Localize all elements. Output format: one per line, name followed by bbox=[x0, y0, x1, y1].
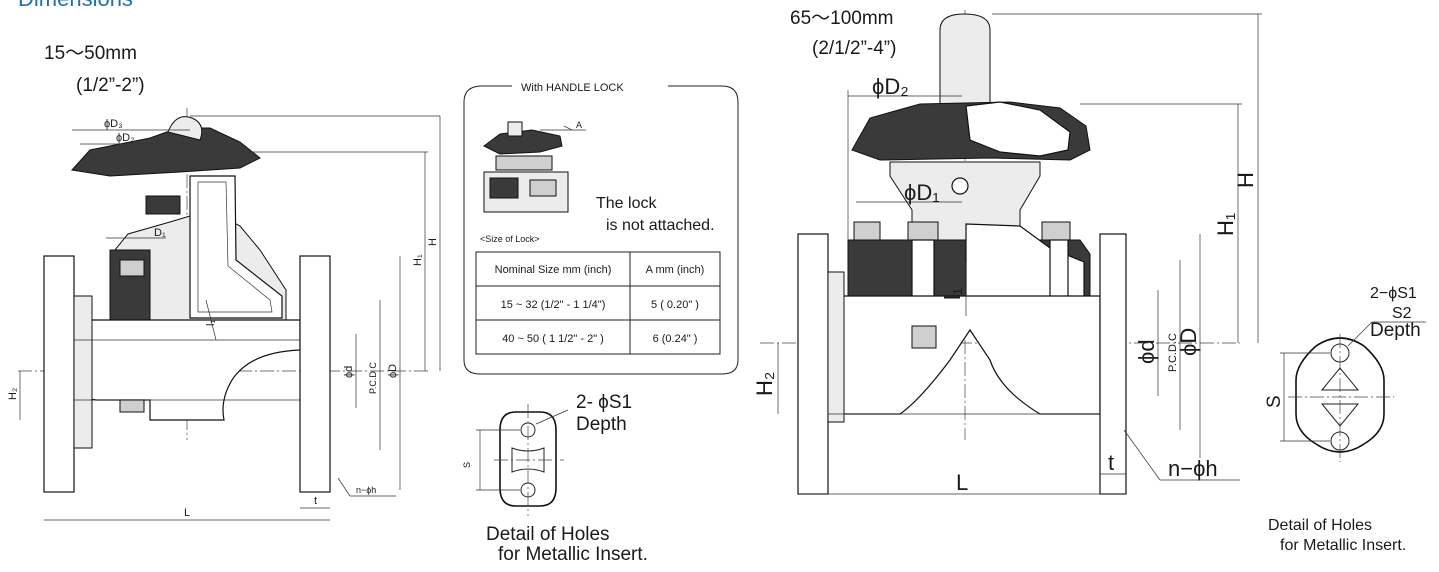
small-section-cut bbox=[189, 175, 283, 319]
small-dim-d: ϕd bbox=[343, 366, 355, 378]
large-dim-d1: ϕD₁ bbox=[904, 180, 940, 205]
large-handle-stem bbox=[939, 13, 991, 116]
large-dim-h2: H₂ bbox=[752, 372, 777, 396]
small-dim-D: ϕD bbox=[387, 364, 399, 378]
handle-lock-table-caption: <Size of Lock> bbox=[480, 234, 540, 244]
small-body bbox=[73, 319, 301, 421]
lock-table-cell: 15 ~ 32 (1/2" - 1 1/4") bbox=[501, 299, 606, 311]
small-hole-detail: S 2- ϕS1 Depth Detail of Holes for Metal… bbox=[462, 392, 648, 565]
small-dim-d3: ϕD₃ bbox=[104, 118, 123, 130]
large-dim-t: t bbox=[1108, 450, 1114, 475]
large-hole-detail: S 2−ϕS1 S2 Depth Detail of Holes for Met… bbox=[1264, 285, 1426, 554]
large-dim-d: ϕd bbox=[1134, 339, 1159, 364]
lock-table-cell: 6 (0.24" ) bbox=[653, 333, 698, 345]
large-insert-outline bbox=[1295, 337, 1385, 453]
large-valve-drawing: 65〜100mm (2/1/2”-4”) bbox=[752, 8, 1262, 495]
small-right-flange bbox=[299, 255, 331, 493]
small-dim-l1: l₁ bbox=[205, 320, 217, 326]
small-dim-h2: H₂ bbox=[7, 388, 19, 400]
small-stem-nut bbox=[145, 195, 181, 215]
small-size-range-inch: (1/2”-2”) bbox=[76, 75, 145, 96]
small-size-range: 15〜50mm bbox=[44, 43, 137, 64]
small-bottom-nut bbox=[119, 399, 145, 413]
small-dim-h1: H₁ bbox=[412, 254, 424, 266]
small-dim-t: t bbox=[314, 495, 317, 507]
large-dim-h: H bbox=[1233, 172, 1258, 188]
lock-table-header-a: A mm (inch) bbox=[646, 264, 705, 276]
small-hole-caption-2: for Metallic Insert. bbox=[498, 544, 648, 565]
large-hole-depth: Depth bbox=[1370, 320, 1421, 341]
lock-table-cell: 5 ( 0.20" ) bbox=[651, 299, 699, 311]
large-dim-D: ϕD bbox=[1176, 328, 1201, 356]
section-title-cut: Dimensions bbox=[18, 0, 133, 11]
large-hole-dim-s: S bbox=[1264, 395, 1285, 408]
handle-lock-frame bbox=[463, 85, 739, 375]
large-size-range: 65〜100mm bbox=[790, 8, 894, 29]
handle-lock-note-1: The lock bbox=[596, 195, 657, 212]
small-dim-L: L bbox=[184, 507, 190, 519]
lock-size-table: Nominal Size mm (inch) A mm (inch) 15 ~ … bbox=[475, 251, 721, 355]
large-body bbox=[827, 295, 1101, 415]
small-dim-pcd: P.C.D C bbox=[368, 362, 378, 394]
large-dim-l1: l₁ bbox=[940, 288, 965, 300]
small-dim-h: H bbox=[427, 238, 439, 246]
small-dim-d2: ϕD₂ bbox=[116, 132, 134, 144]
large-hole-s2: S2 bbox=[1392, 305, 1412, 322]
handle-lock-a-mark: A bbox=[576, 120, 582, 130]
small-dim-d1: D₁ bbox=[154, 227, 166, 239]
large-dim-d2: ϕD₂ bbox=[872, 74, 909, 99]
handle-lock-note-2: is not attached. bbox=[606, 217, 715, 234]
large-dim-nh: n−ϕh bbox=[1168, 456, 1218, 481]
small-handle bbox=[71, 127, 261, 177]
small-insert-outline bbox=[499, 411, 557, 507]
small-left-flange bbox=[43, 255, 75, 493]
small-hole-caption-1: Detail of Holes bbox=[486, 524, 610, 545]
handle-lock-panel: With HANDLE LOCK A The lock is not attac… bbox=[463, 82, 739, 375]
handle-lock-title: With HANDLE LOCK bbox=[521, 82, 624, 94]
small-dim-nh: n−ϕh bbox=[356, 485, 376, 495]
large-hole-caption-1: Detail of Holes bbox=[1268, 517, 1372, 534]
large-left-flange bbox=[797, 233, 829, 495]
large-hole-s1: 2−ϕS1 bbox=[1370, 285, 1417, 302]
lock-table-cell: 40 ~ 50 ( 1 1/2" - 2" ) bbox=[502, 333, 604, 345]
lock-table-header-size: Nominal Size mm (inch) bbox=[495, 264, 612, 276]
large-hole-caption-2: for Metallic Insert. bbox=[1280, 537, 1406, 554]
small-hole-dim-s: S bbox=[462, 462, 472, 468]
large-right-flange bbox=[1099, 233, 1127, 495]
small-valve-drawing: 15〜50mm (1/2”-2”) bbox=[7, 43, 441, 521]
small-hole-depth: Depth bbox=[576, 414, 627, 435]
large-dim-h1: H₁ bbox=[1213, 213, 1238, 236]
small-left-face bbox=[73, 295, 93, 449]
large-size-range-inch: (2/1/2”-4”) bbox=[812, 38, 896, 59]
small-hole-s1: 2- ϕS1 bbox=[576, 392, 632, 413]
large-dim-L: L bbox=[956, 470, 968, 495]
handle-lock-illustration bbox=[483, 121, 586, 213]
small-bolt-head bbox=[119, 259, 145, 277]
small-handle-top bbox=[167, 116, 203, 141]
large-dim-pcd: P.C.D.C bbox=[1167, 333, 1179, 372]
